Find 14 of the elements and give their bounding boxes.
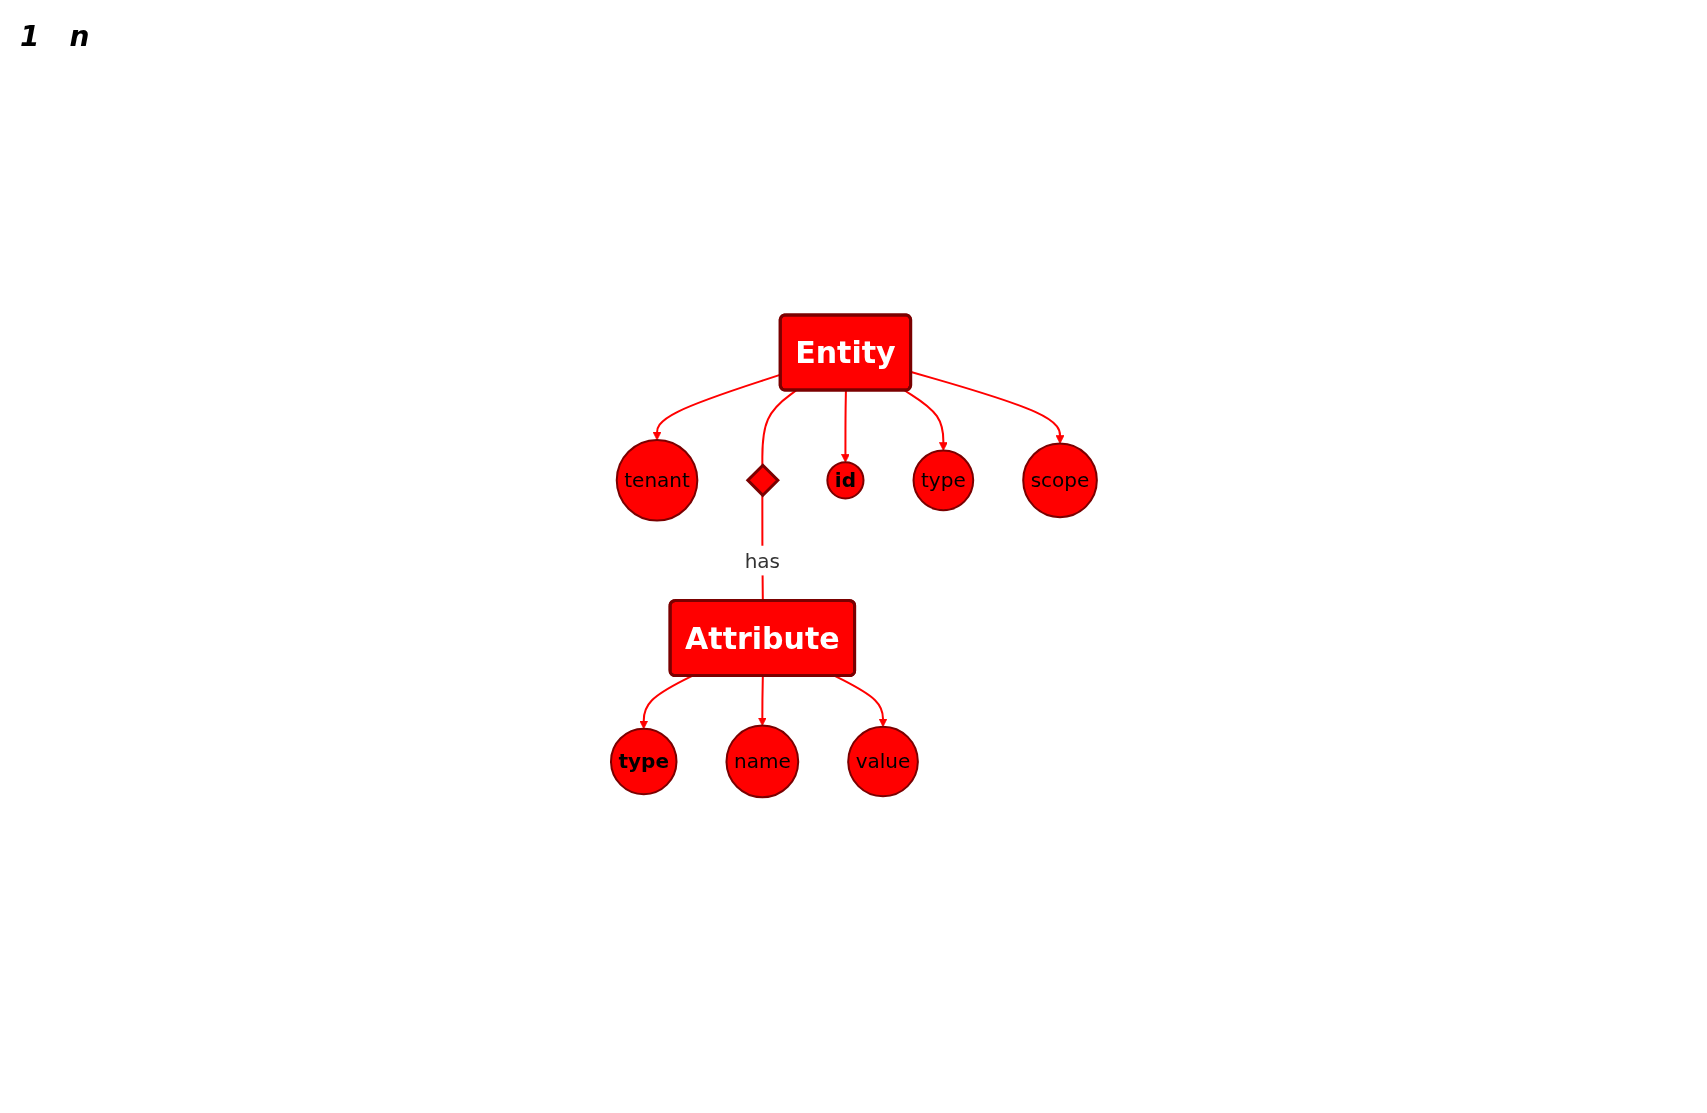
node-circle: tenant [615,439,698,522]
cardinality-label: 1 [20,20,40,53]
arrow [757,675,767,727]
cardinality-label: n [69,20,90,53]
node-circle: scope [1021,442,1098,519]
arrow [903,389,948,452]
node-diamond [745,463,780,498]
node-circle: value [846,726,919,798]
edge-label: has [744,548,780,573]
node-circle: type [912,449,974,512]
node-circle: id [825,461,865,500]
node-circle: name [725,724,799,799]
node-circle: type [609,728,678,796]
arrow [638,675,693,730]
